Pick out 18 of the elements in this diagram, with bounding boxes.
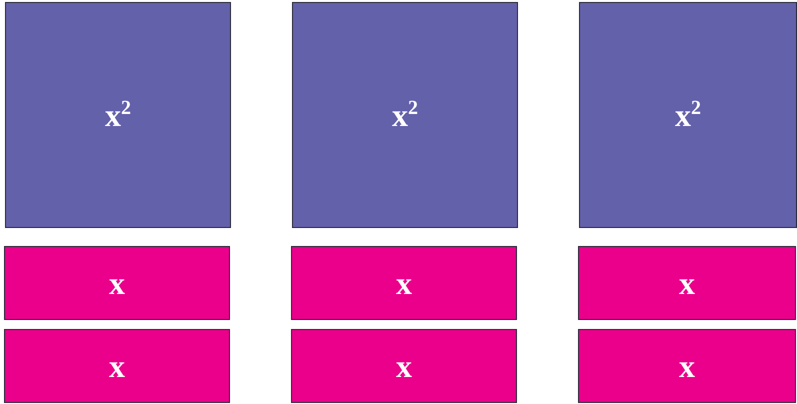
tile-label: x	[396, 267, 412, 299]
tile-label: x$^{2}$	[675, 99, 701, 131]
rectangle-tile	[578, 329, 796, 403]
tile-label: x	[679, 350, 695, 382]
tile-label: x$^{2}$	[105, 99, 131, 131]
tile-label: x	[679, 267, 695, 299]
rectangle-tile	[291, 329, 517, 403]
square-tile	[579, 2, 797, 228]
square-tile	[5, 2, 231, 228]
rectangle-tile	[4, 246, 230, 320]
rectangle-tile	[291, 246, 517, 320]
tile-label: x$^{2}$	[392, 99, 418, 131]
tile-label: x	[109, 350, 125, 382]
tile-label: x	[396, 350, 412, 382]
tile-label: x	[109, 267, 125, 299]
square-tile	[292, 2, 518, 228]
rectangle-tile	[4, 329, 230, 403]
rectangle-tile	[578, 246, 796, 320]
